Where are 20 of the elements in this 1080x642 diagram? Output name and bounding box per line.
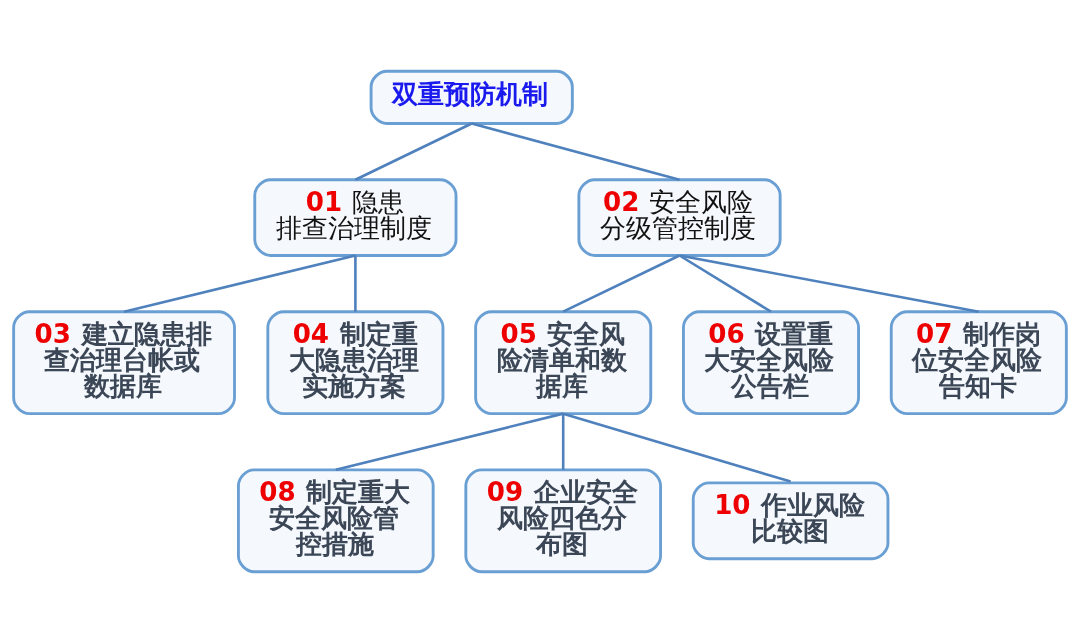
connector <box>562 411 791 483</box>
node-box: 01 隐患排查治理制度 <box>253 177 458 257</box>
connector <box>335 411 564 471</box>
connector <box>123 253 356 313</box>
node-box: 07 制作岗位安全风险告知卡 <box>889 309 1068 415</box>
connector <box>561 413 565 470</box>
node-box: 08 制定重大安全风险管控措施 <box>237 467 435 573</box>
connector <box>471 121 680 181</box>
node-box: 04 制定重大隐患治理实施方案 <box>266 309 445 415</box>
node-box: 03 建立隐患排查治理台帐或数据库 <box>12 309 236 415</box>
connector <box>562 253 681 313</box>
node-box: 02 安全风险分级管控制度 <box>577 177 782 257</box>
connector <box>354 121 473 181</box>
node-box: 06 设置重大安全风险公告栏 <box>682 309 860 415</box>
node-box: 05 安全风险清单和数据库 <box>474 309 653 415</box>
node-box: 双重预防机制 <box>369 69 574 125</box>
connector <box>679 253 980 313</box>
node-box: 09 企业安全风险四色分布图 <box>464 467 662 573</box>
node-box: 10 作业风险比较图 <box>691 480 890 560</box>
connector <box>354 255 357 312</box>
